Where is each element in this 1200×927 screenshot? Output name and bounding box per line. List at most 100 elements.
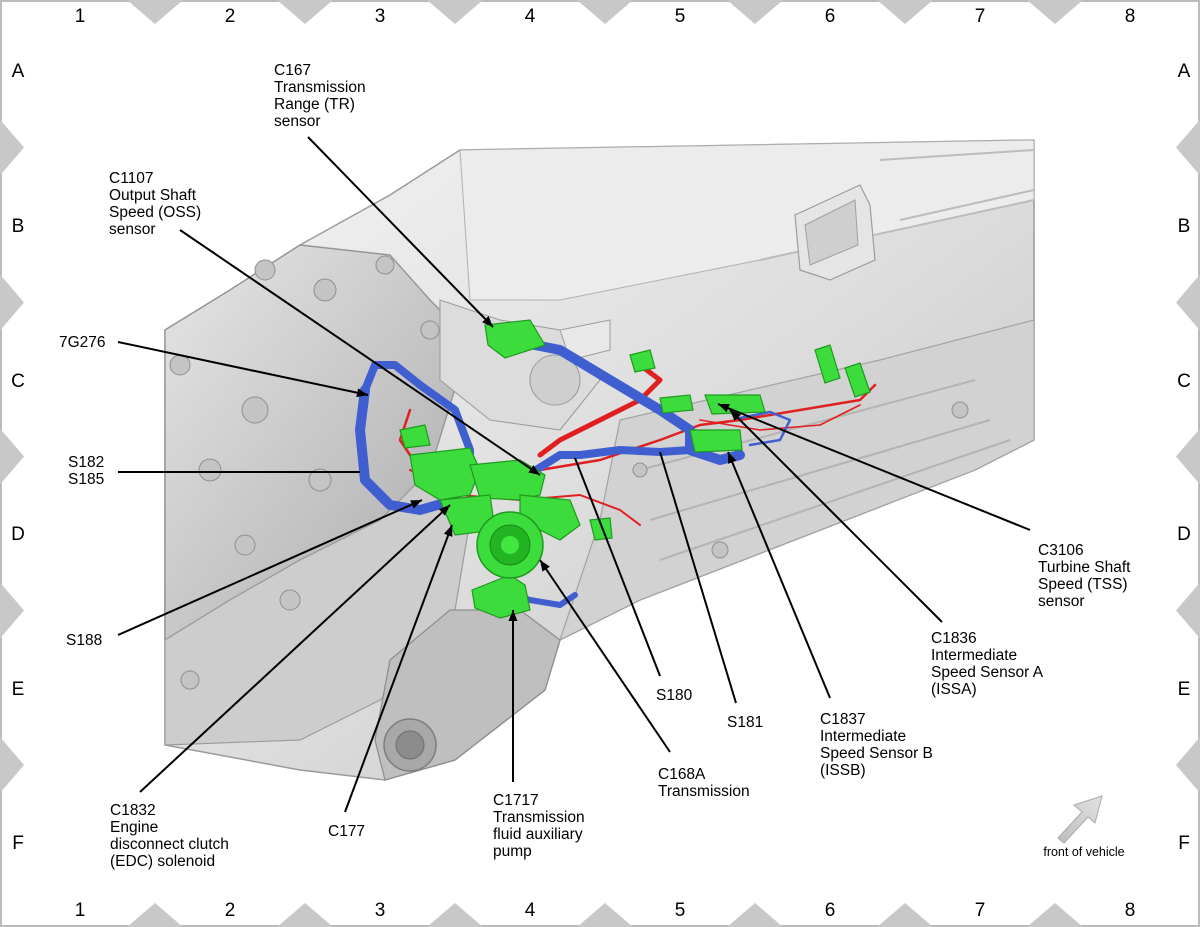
grid-column-label: 1 (75, 900, 86, 921)
leader-c3106 (717, 403, 1031, 531)
grid-row-label: F (12, 833, 24, 854)
frame-marker (1176, 274, 1200, 331)
grid-row-label: B (1178, 216, 1191, 237)
frame-marker (277, 0, 333, 24)
grid-column-label: 2 (225, 900, 236, 921)
leader-arrowhead (730, 410, 741, 421)
frame-marker (877, 903, 933, 927)
grid-column-label: 2 (225, 6, 236, 27)
frame-marker (0, 119, 24, 176)
frame-marker (1027, 0, 1083, 24)
grid-row-label: A (1178, 61, 1191, 82)
frame-marker (0, 428, 24, 485)
grid-column-label: 5 (675, 6, 686, 27)
grid-row-label: C (11, 371, 25, 392)
leader-arrowhead (718, 403, 730, 413)
frame-marker (727, 0, 783, 24)
frame-marker (1176, 119, 1200, 176)
frame-marker (427, 0, 483, 24)
grid-row-label: D (1177, 524, 1191, 545)
frame-marker (1176, 428, 1200, 485)
arrow-up-right-icon (1057, 795, 1103, 844)
grid-column-label: 3 (375, 900, 386, 921)
grid-row-label: C (1177, 371, 1191, 392)
green-connectors (399, 319, 871, 619)
wiring-harness (355, 319, 877, 619)
leader-s188 (117, 499, 423, 636)
leader-arrowhead (443, 525, 453, 537)
frame-marker (0, 274, 24, 331)
leader-c177 (344, 524, 453, 813)
callout-s181: S181 (727, 714, 763, 731)
frame-marker (127, 903, 183, 927)
grid-column-label: 7 (975, 6, 986, 27)
leader-arrowhead (528, 465, 540, 475)
frame-marker (577, 0, 633, 24)
grid-row-label: E (1178, 679, 1191, 700)
frame-marker (1176, 737, 1200, 793)
leader-arrowhead (482, 315, 493, 327)
grid-column-label: 3 (375, 6, 386, 27)
front-of-vehicle-label: front of vehicle (1043, 845, 1124, 859)
grid-row-label: E (12, 679, 25, 700)
frame-marker (1027, 903, 1083, 927)
leader-c1832 (139, 504, 451, 793)
grid-column-label: 6 (825, 900, 836, 921)
grid-column-label: 4 (525, 900, 536, 921)
leader-arrowhead (438, 505, 450, 516)
frame-marker (0, 582, 24, 639)
frame-marker (0, 737, 24, 793)
grid-column-label: 6 (825, 6, 836, 27)
orientation-indicator: front of vehicle (1043, 795, 1125, 859)
grid-row-label: D (11, 524, 25, 545)
leader-arrowhead (410, 500, 422, 509)
grid-column-label: 7 (975, 900, 986, 921)
leader-c168a (539, 559, 671, 753)
grid-row-label: F (1178, 833, 1190, 854)
leader-g7276 (117, 341, 369, 396)
callout-s180: S180 (656, 687, 693, 704)
callout-s188: S188 (66, 632, 102, 649)
callout-g7276: 7G276 (59, 334, 106, 351)
leader-arrowhead (356, 388, 368, 398)
grid-column-label: 1 (75, 6, 86, 27)
connector-c167 (484, 319, 546, 359)
frame-marker (127, 0, 183, 24)
frame-marker (877, 0, 933, 24)
leader-s181 (659, 451, 737, 704)
grid-row-label: B (12, 216, 25, 237)
grid-column-label: 4 (525, 6, 536, 27)
frame-marker (727, 903, 783, 927)
leader-arrowhead (728, 452, 737, 464)
frame-marker (1176, 582, 1200, 639)
leader-arrowhead (540, 560, 550, 572)
connector-c168a (476, 511, 544, 579)
oil-pan (558, 319, 1035, 642)
leader-c1837 (727, 451, 831, 699)
leader-c1107 (179, 229, 541, 476)
grid-row-label: A (12, 61, 25, 82)
grid-column-label: 8 (1125, 6, 1136, 27)
leader-arrowhead (508, 610, 518, 621)
grid-column-label: 8 (1125, 900, 1136, 921)
leader-c1836 (729, 409, 943, 623)
frame-marker (427, 903, 483, 927)
leader-lines (117, 136, 1031, 813)
frame-marker (577, 903, 633, 927)
leader-s180 (574, 457, 661, 677)
callout-c177: C177 (328, 823, 365, 840)
